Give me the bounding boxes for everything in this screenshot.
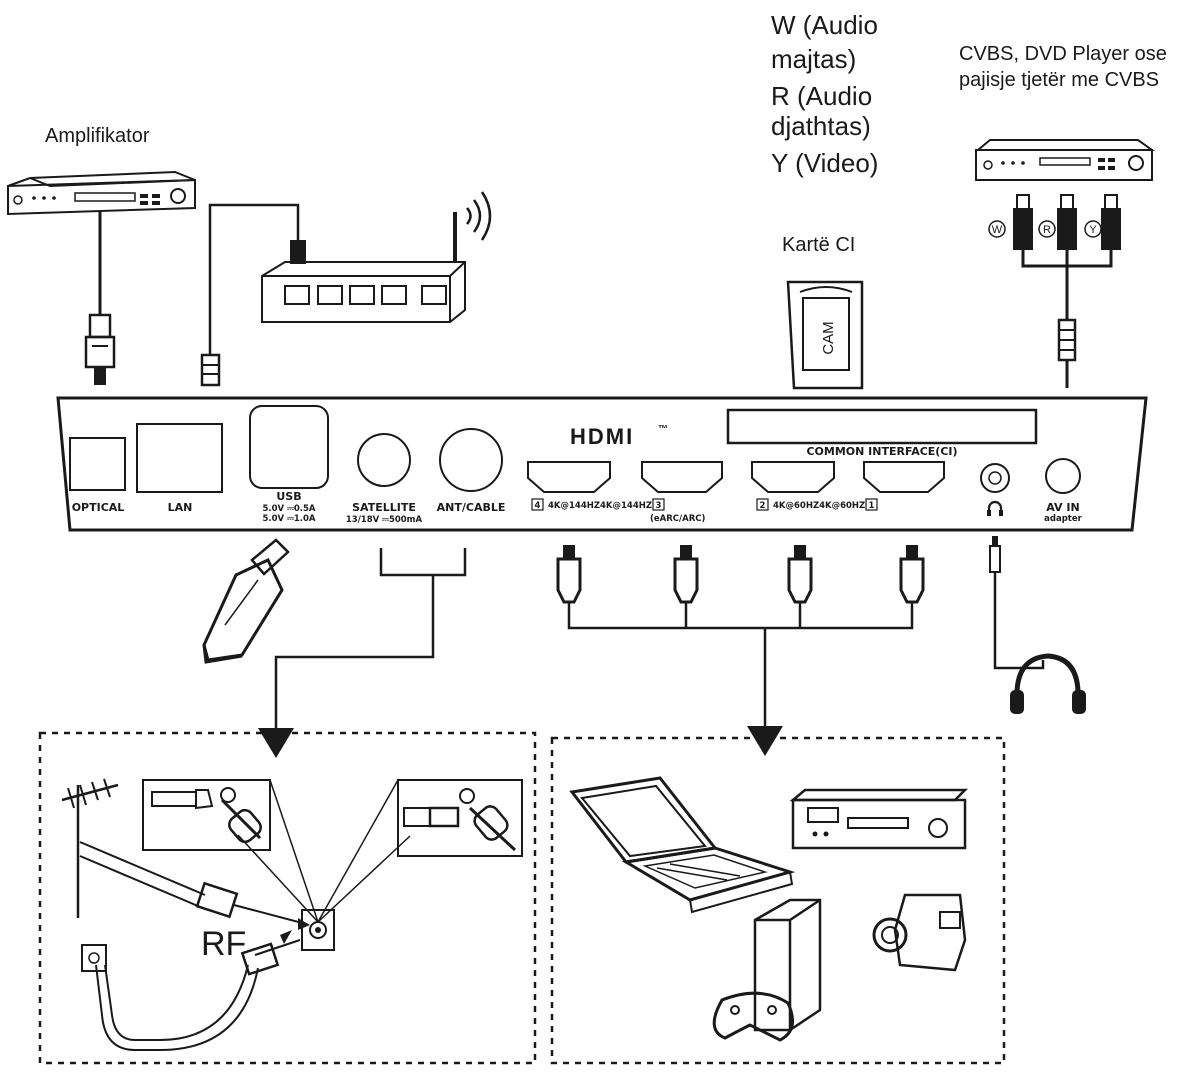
usb-spec-line1: 5.0V ⎓0.5A bbox=[262, 504, 315, 514]
hdmi-port-4 bbox=[527, 461, 611, 493]
game-console-icon bbox=[712, 898, 822, 1042]
hdmi-4-number: 4 bbox=[535, 501, 541, 511]
antenna-cable-port bbox=[439, 428, 503, 492]
satellite-spec: 13/18V ⎓500mA bbox=[346, 515, 423, 525]
cvbs-label-line1: CVBS, DVD Player ose bbox=[959, 43, 1167, 65]
headphone-cable bbox=[989, 536, 1086, 714]
rca-w-tag: W bbox=[992, 224, 1003, 236]
wall-socket bbox=[301, 909, 335, 951]
hdmi-port-3 bbox=[641, 461, 723, 493]
rf-wiring bbox=[79, 779, 411, 1051]
hdmi-devices-box bbox=[550, 736, 1006, 1065]
rf-label: RF bbox=[201, 925, 246, 963]
hdmi-2-spec: 4K@60HZ4K@60HZ bbox=[773, 501, 865, 511]
rca-y-tag: Y bbox=[1089, 224, 1097, 236]
av-in-sub-label: adapter bbox=[1044, 514, 1082, 524]
antenna-connection-box bbox=[38, 731, 537, 1065]
w-audio-label-line1: W (Audio bbox=[771, 10, 878, 40]
cvbs-label-line2: pajisje tjetër me CVBS bbox=[959, 69, 1159, 91]
usb-stick bbox=[202, 538, 290, 664]
lan-port-label: LAN bbox=[168, 501, 193, 514]
lan-port bbox=[136, 423, 223, 493]
antenna-icon bbox=[61, 778, 119, 918]
cam-text: CAM bbox=[820, 321, 837, 354]
ci-card-label: Kartë CI bbox=[782, 234, 855, 256]
usb-spec-line2: 5.0V ⎓1.0A bbox=[262, 514, 315, 524]
w-audio-label-line2: majtas) bbox=[771, 44, 856, 74]
hdmi-2-number: 2 bbox=[760, 501, 766, 511]
hdmi-logo: HDMI bbox=[570, 424, 634, 449]
common-interface-slot bbox=[726, 408, 1038, 445]
hdmi-3-number: 3 bbox=[656, 501, 662, 511]
rf-connector-lines bbox=[258, 548, 467, 758]
amplifier-label: Amplifikator bbox=[45, 125, 150, 147]
r-audio-label-line1: R (Audio bbox=[771, 81, 872, 111]
av-in-port bbox=[1045, 458, 1081, 494]
hdmi-1-number: 1 bbox=[869, 501, 875, 511]
hdmi-trademark: ™ bbox=[658, 424, 668, 435]
dvd-player-device bbox=[975, 139, 1156, 181]
headphone-jack bbox=[980, 463, 1010, 493]
laptop-icon bbox=[569, 776, 796, 914]
camcorder-icon bbox=[872, 893, 967, 972]
satellite-port bbox=[357, 433, 411, 487]
lan-cable bbox=[200, 203, 306, 387]
usb-port-label: USB bbox=[276, 490, 301, 503]
connector-detail-left bbox=[142, 779, 271, 851]
tv-back-panel: OPTICAL LAN USB 5.0V ⎓0.5A 5.0V ⎓1.0A SA… bbox=[56, 396, 1148, 532]
hdmi-port-2 bbox=[751, 461, 835, 493]
y-video-label: Y (Video) bbox=[771, 148, 878, 178]
router-device bbox=[261, 191, 492, 323]
ci-card: CAM bbox=[786, 280, 864, 390]
hdmi-cables bbox=[556, 545, 925, 756]
usb-port bbox=[249, 405, 329, 489]
dvd-player-icon bbox=[789, 788, 969, 850]
connector-detail-right bbox=[397, 779, 523, 857]
optical-port-label: OPTICAL bbox=[72, 501, 125, 514]
rca-r-tag: R bbox=[1043, 224, 1051, 236]
r-audio-label-line2: djathtas) bbox=[771, 111, 871, 141]
hdmi-4-spec: 4K@144HZ4K@144HZ bbox=[548, 501, 652, 511]
amplifier-device bbox=[7, 170, 196, 216]
av-in-label: AV IN bbox=[1046, 501, 1079, 514]
common-interface-label: COMMON INTERFACE(CI) bbox=[806, 445, 957, 458]
headphone-icon bbox=[987, 500, 1003, 516]
satellite-port-label: SATELLITE bbox=[352, 501, 416, 514]
hdmi-port-1 bbox=[863, 461, 945, 493]
hdmi-3-earc: (eARC/ARC) bbox=[650, 514, 705, 524]
optical-cable bbox=[84, 212, 116, 385]
rca-cables: W R Y bbox=[988, 194, 1121, 388]
optical-port bbox=[69, 437, 126, 491]
antenna-cable-port-label: ANT/CABLE bbox=[437, 501, 506, 514]
